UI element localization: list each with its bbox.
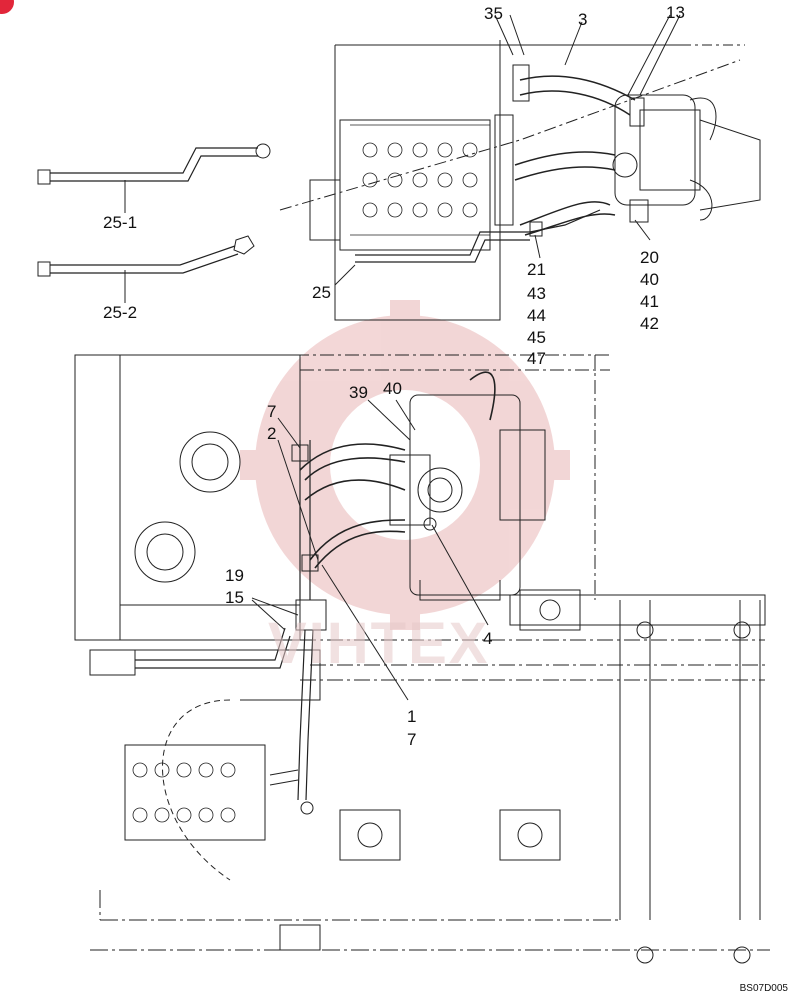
callout-35: 35 bbox=[484, 4, 503, 23]
callout-19: 19 bbox=[225, 566, 244, 585]
callout-1: 1 bbox=[407, 707, 417, 726]
callout-20: 20 bbox=[640, 248, 659, 267]
callout-47: 47 bbox=[527, 349, 546, 368]
callout-40-top: 40 bbox=[640, 270, 659, 289]
callout-41: 41 bbox=[640, 292, 659, 311]
callout-7-lower: 7 bbox=[407, 730, 417, 749]
callout-13: 13 bbox=[666, 3, 685, 22]
callout-2: 2 bbox=[267, 424, 277, 443]
top-section bbox=[37, 14, 761, 321]
callout-40-mid: 40 bbox=[383, 379, 402, 398]
watermark-logo bbox=[240, 300, 570, 630]
callout-39: 39 bbox=[349, 383, 368, 402]
callout-15: 15 bbox=[225, 588, 244, 607]
callout-42: 42 bbox=[640, 314, 659, 333]
callout-21: 21 bbox=[527, 260, 546, 279]
watermark-text: VIHTEX bbox=[268, 611, 490, 676]
callout-43: 43 bbox=[527, 284, 546, 303]
callout-44: 44 bbox=[527, 306, 546, 325]
callout-7-upper: 7 bbox=[267, 402, 277, 421]
callout-25-2: 25-2 bbox=[103, 303, 138, 322]
callout-45: 45 bbox=[527, 328, 546, 347]
callout-4: 4 bbox=[483, 629, 493, 648]
callout-25: 25 bbox=[312, 283, 331, 302]
main-section bbox=[74, 354, 770, 964]
callout-3: 3 bbox=[578, 10, 588, 29]
drawing-code: BS07D005 bbox=[739, 983, 788, 994]
callout-25-1: 25-1 bbox=[103, 213, 138, 232]
